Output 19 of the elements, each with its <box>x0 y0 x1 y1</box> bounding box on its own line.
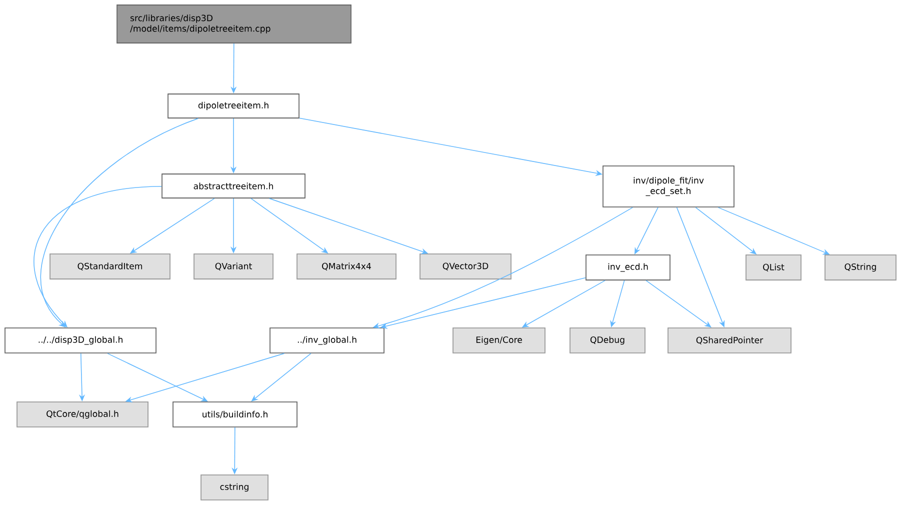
file-box: QList <box>746 254 802 280</box>
file-box: QString <box>824 254 896 280</box>
file-box: QSharedPointer <box>668 328 792 354</box>
file-box: cstring <box>200 474 268 500</box>
file-box: ../inv_global.h <box>270 328 384 354</box>
file-box: utils/buildinfo.h <box>172 402 298 428</box>
file-box: QtCore/qglobal.h <box>16 402 148 428</box>
file-box: abstracttreeitem.h <box>162 174 306 198</box>
file-box: dipoletreeitem.h <box>168 94 300 118</box>
file-box: QMatrix4x4 <box>296 254 396 280</box>
file-box: ../../disp3D_global.h <box>4 328 156 354</box>
file-box: QVariant <box>194 254 274 280</box>
file-box: QDebug <box>570 328 646 354</box>
file-box: QStandardItem <box>50 254 170 280</box>
file-box: inv_ecd.h <box>586 254 670 280</box>
file-box: inv/dipole_fit/inv _ecd_set.h <box>602 166 734 208</box>
file-box: QVector3D <box>420 254 512 280</box>
file-box: src/libraries/disp3D /model/items/dipoletreeitem.cpp <box>116 4 352 44</box>
file-box: Eigen/Core <box>452 328 546 354</box>
